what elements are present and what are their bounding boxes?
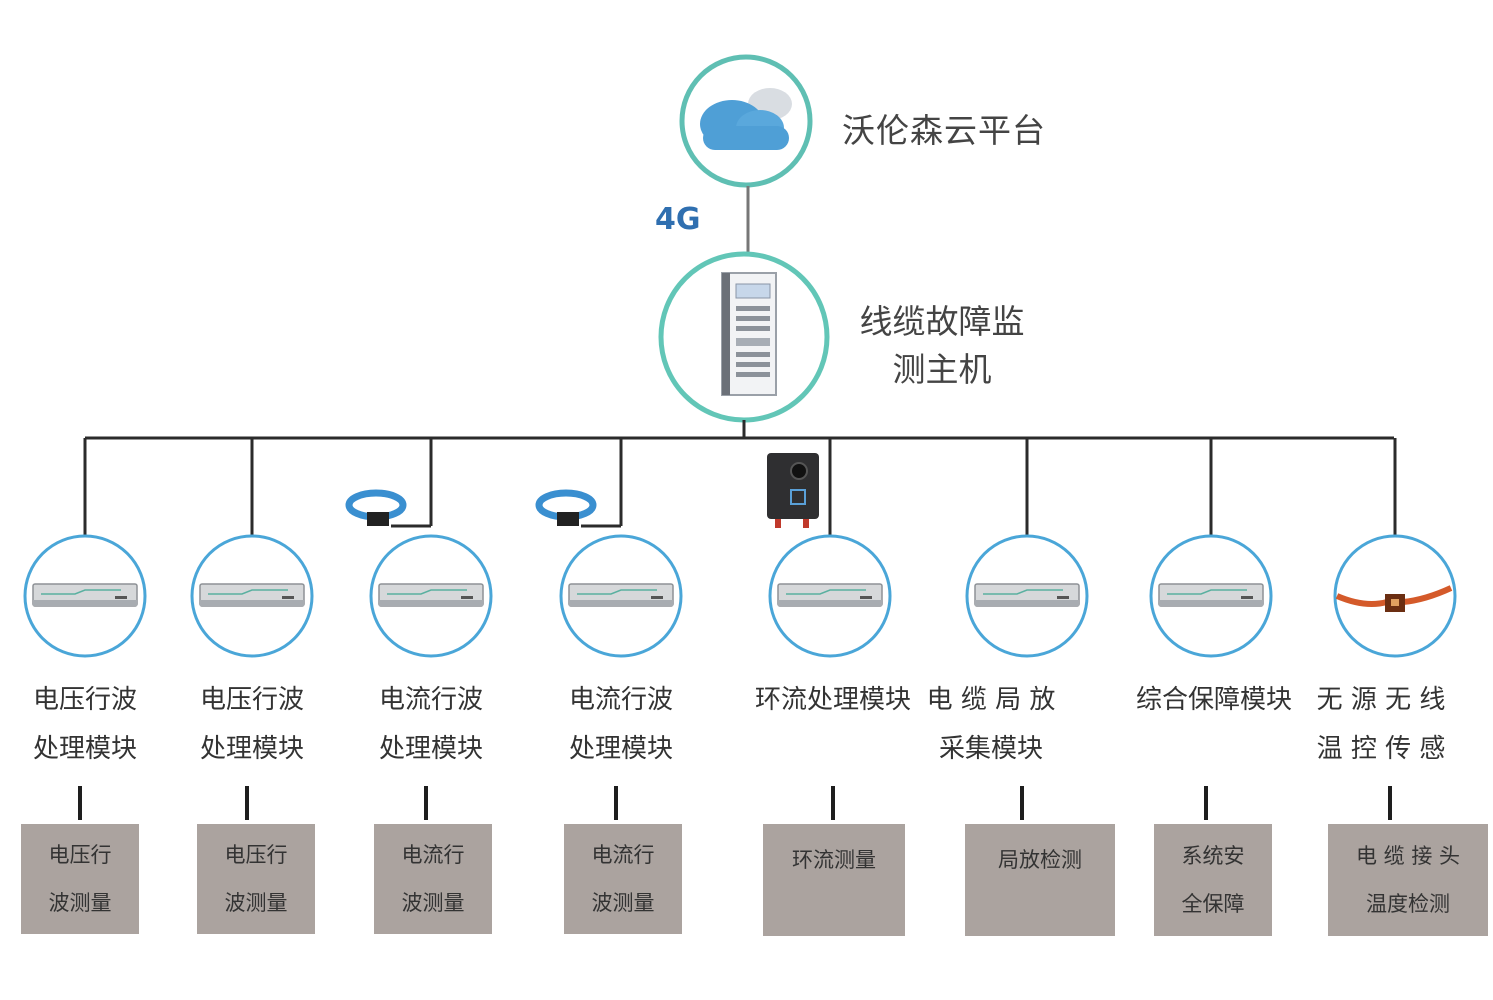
processing-module-icon (32, 583, 138, 607)
measurement-box: 电 缆 接 头温度检测 (1328, 824, 1488, 936)
module-label: 电流行波处理模块 (546, 676, 696, 774)
module-label: 电压行波处理模块 (177, 676, 327, 774)
cloud-icon (700, 88, 792, 150)
measurement-text-line: 电流行 (401, 843, 465, 867)
measurement-text-line: 电压行 (224, 843, 288, 867)
cable-temp-sensor-icon (1335, 585, 1453, 612)
module-label-line: 综合保障模块 (1136, 685, 1293, 715)
module-node (535, 438, 683, 820)
module-label: 电流行波处理模块 (356, 676, 506, 774)
measurement-text: 电压行波测量 (225, 831, 288, 927)
module-label: 无 源 无 线温 控 传 感 (1306, 676, 1456, 774)
module-label-line: 电流行波 (568, 685, 673, 715)
measurement-text: 环流测量 (792, 824, 876, 884)
processing-module-icon (777, 583, 883, 607)
modules-layer (23, 438, 1457, 820)
module-label-line: 环流处理模块 (755, 685, 912, 715)
measurement-text: 电压行波测量 (49, 831, 112, 927)
measurement-text-line: 电压行 (48, 843, 112, 867)
module-node (345, 438, 493, 820)
module-label-line: 电压行波 (32, 685, 137, 715)
module-label: 环流处理模块 (755, 676, 912, 725)
module-node (190, 438, 314, 820)
module-label: 综合保障模块 (1136, 676, 1293, 725)
measurement-box: 系统安全保障 (1154, 824, 1272, 936)
measurement-text: 电 缆 接 头温度检测 (1356, 832, 1460, 928)
measurement-text-line: 温度检测 (1366, 892, 1450, 916)
module-label-line: 处理模块 (199, 734, 304, 764)
measurement-box: 电流行波测量 (374, 824, 492, 934)
measurement-text-line: 电流行 (591, 843, 655, 867)
module-label-line: 电流行波 (378, 685, 483, 715)
measurement-text-line: 环流测量 (792, 848, 876, 872)
module-label-line: 电压行波 (199, 685, 304, 715)
module-node (23, 438, 147, 820)
measurement-box: 环流测量 (763, 824, 905, 936)
measurement-text: 系统安全保障 (1182, 832, 1245, 928)
module-label-line: 无 源 无 线 (1316, 685, 1446, 715)
measurement-text: 局放检测 (998, 824, 1082, 884)
module-node (1149, 438, 1273, 820)
cloud-title: 沃伦森云平台 (842, 111, 1046, 150)
measurement-text: 电流行波测量 (402, 831, 465, 927)
measurement-text: 电流行波测量 (592, 831, 655, 927)
measurement-text-line: 局放检测 (998, 848, 1082, 872)
host-node (658, 251, 830, 423)
module-node (965, 438, 1089, 820)
processing-module-icon (378, 583, 484, 607)
ring-ct-sensor-icon (345, 489, 407, 526)
processing-module-icon (199, 583, 305, 607)
module-node (1333, 438, 1457, 820)
module-label-line: 处理模块 (378, 734, 483, 764)
module-label-line: 电 缆 局 放 (926, 685, 1056, 715)
measurement-text-line: 全保障 (1181, 892, 1245, 916)
measurement-text-line: 波测量 (48, 891, 112, 915)
measurement-box: 电压行波测量 (21, 824, 139, 934)
measurement-text-line: 电 缆 接 头 (1355, 844, 1461, 868)
host-title-line1: 线缆故障监 (859, 302, 1025, 341)
processing-module-icon (974, 583, 1080, 607)
measurement-text-line: 波测量 (224, 891, 288, 915)
cloud-node (679, 54, 813, 188)
host-title: 线缆故障监 测主机 (852, 298, 1032, 394)
measurement-box: 电压行波测量 (197, 824, 315, 934)
module-label: 电压行波处理模块 (10, 676, 160, 774)
module-label-line: 处理模块 (32, 734, 137, 764)
measurement-text-line: 系统安 (1181, 844, 1245, 868)
measurement-box: 局放检测 (965, 824, 1115, 936)
module-label-line: 处理模块 (568, 734, 673, 764)
processing-module-icon (568, 583, 674, 607)
measurement-text-line: 波测量 (401, 891, 465, 915)
module-node (767, 438, 892, 820)
server-cabinet-icon (721, 272, 777, 396)
measurement-box: 电流行波测量 (564, 824, 682, 934)
clamp-ct-sensor-icon (767, 453, 819, 528)
ring-ct-sensor-icon (535, 489, 597, 526)
link-label-4g: 4G (655, 202, 701, 237)
processing-module-icon (1158, 583, 1264, 607)
host-title-line2: 测主机 (892, 350, 992, 389)
module-label-line: 温 控 传 感 (1316, 734, 1446, 764)
module-label: 电 缆 局 放采集模块 (916, 676, 1066, 774)
module-label-line: 采集模块 (938, 734, 1043, 764)
measurement-text-line: 波测量 (591, 891, 655, 915)
